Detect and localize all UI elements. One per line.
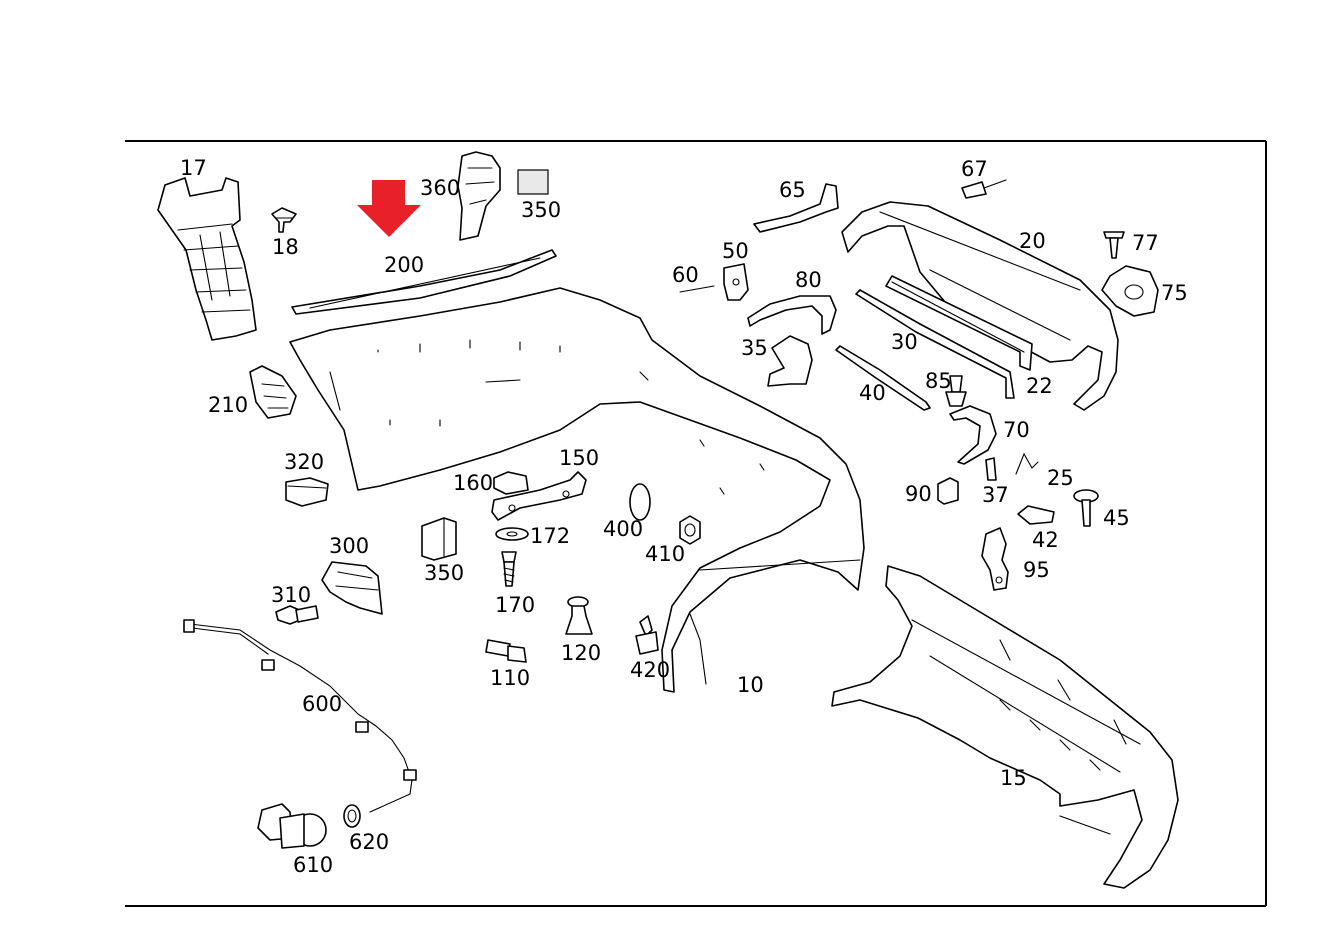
part-420-screw[interactable]: [635, 615, 659, 655]
part-110-screw[interactable]: [485, 639, 527, 663]
label-210: 210: [208, 393, 248, 417]
part-17-bracket[interactable]: [157, 177, 257, 341]
part-350-pad-top[interactable]: [517, 169, 549, 195]
label-95: 95: [1023, 558, 1050, 582]
label-350-top: 350: [521, 198, 561, 222]
label-65: 65: [779, 178, 806, 202]
label-400: 400: [603, 517, 643, 541]
part-172-hole: [506, 531, 518, 537]
part-77-screw[interactable]: [1103, 231, 1125, 259]
label-70: 70: [1003, 418, 1030, 442]
label-17: 17: [180, 156, 207, 180]
label-120: 120: [561, 641, 601, 665]
label-310: 310: [271, 583, 311, 607]
part-10-bumper-cover[interactable]: [289, 287, 865, 693]
part-65-strip[interactable]: [753, 183, 839, 233]
label-172: 172: [530, 524, 570, 548]
label-110: 110: [490, 666, 530, 690]
label-90: 90: [905, 482, 932, 506]
label-300: 300: [329, 534, 369, 558]
part-35-bracket[interactable]: [767, 335, 813, 387]
label-40: 40: [859, 381, 886, 405]
label-610: 610: [293, 853, 333, 877]
label-18: 18: [272, 235, 299, 259]
part-170-screw[interactable]: [501, 551, 517, 587]
part-620-ring[interactable]: [343, 804, 361, 828]
part-310-clip[interactable]: [275, 605, 319, 625]
label-600: 600: [302, 692, 342, 716]
part-15-carrier[interactable]: [831, 565, 1179, 889]
part-18-clip[interactable]: [271, 207, 297, 233]
label-20: 20: [1019, 229, 1046, 253]
part-60-pin[interactable]: [679, 285, 715, 293]
label-22: 22: [1026, 374, 1053, 398]
part-25-bracket[interactable]: [1015, 452, 1039, 475]
part-350-module[interactable]: [421, 517, 457, 561]
label-10: 10: [737, 673, 764, 697]
label-60: 60: [672, 263, 699, 287]
label-85: 85: [925, 369, 952, 393]
label-42: 42: [1032, 528, 1059, 552]
label-35: 35: [741, 336, 768, 360]
label-620: 620: [349, 830, 389, 854]
highlight-arrow: [357, 180, 421, 237]
part-70-trim[interactable]: [949, 405, 997, 465]
label-170: 170: [495, 593, 535, 617]
part-40-strip[interactable]: [835, 345, 931, 411]
part-90-bracket[interactable]: [937, 477, 959, 505]
label-80: 80: [795, 268, 822, 292]
label-37: 37: [982, 483, 1009, 507]
label-160: 160: [453, 471, 493, 495]
part-600-wiring-harness[interactable]: [183, 619, 417, 813]
part-410-nut[interactable]: [679, 515, 701, 545]
label-45: 45: [1103, 506, 1130, 530]
part-360-bracket[interactable]: [457, 151, 501, 241]
part-45-screw[interactable]: [1073, 489, 1099, 527]
part-160-clip[interactable]: [493, 471, 529, 495]
label-75: 75: [1161, 281, 1188, 305]
label-350-module: 350: [424, 561, 464, 585]
part-67-pin[interactable]: [961, 179, 1007, 199]
part-75-bracket[interactable]: [1101, 265, 1159, 317]
label-77: 77: [1132, 231, 1159, 255]
part-120-clip[interactable]: [565, 596, 593, 635]
label-25: 25: [1047, 466, 1074, 490]
label-360: 360: [420, 176, 460, 200]
part-320-block[interactable]: [285, 477, 329, 507]
part-85-pin[interactable]: [945, 375, 967, 407]
part-50-bracket[interactable]: [723, 263, 749, 301]
part-200-strip[interactable]: [291, 249, 557, 315]
label-30: 30: [891, 330, 918, 354]
label-67: 67: [961, 157, 988, 181]
part-80-trim[interactable]: [747, 295, 837, 335]
part-95-mount[interactable]: [981, 527, 1009, 591]
part-210-bracket[interactable]: [249, 365, 297, 419]
label-150: 150: [559, 446, 599, 470]
label-410: 410: [645, 542, 685, 566]
part-400-washer[interactable]: [629, 483, 651, 521]
part-42-clip[interactable]: [1017, 505, 1055, 525]
label-50: 50: [722, 239, 749, 263]
part-22-edge: [891, 281, 1025, 353]
part-30-strip[interactable]: [855, 289, 1015, 399]
label-320: 320: [284, 450, 324, 474]
label-420: 420: [630, 658, 670, 682]
part-172-washer[interactable]: [495, 527, 529, 541]
part-20-diffuser[interactable]: [841, 201, 1119, 411]
part-37-clip[interactable]: [985, 457, 997, 481]
part-610-sensor[interactable]: [257, 803, 327, 849]
part-300-bracket[interactable]: [321, 561, 383, 615]
part-150-bracket[interactable]: [491, 471, 587, 521]
label-200: 200: [384, 253, 424, 277]
label-15: 15: [1000, 766, 1027, 790]
part-22-trim[interactable]: [885, 275, 1033, 371]
